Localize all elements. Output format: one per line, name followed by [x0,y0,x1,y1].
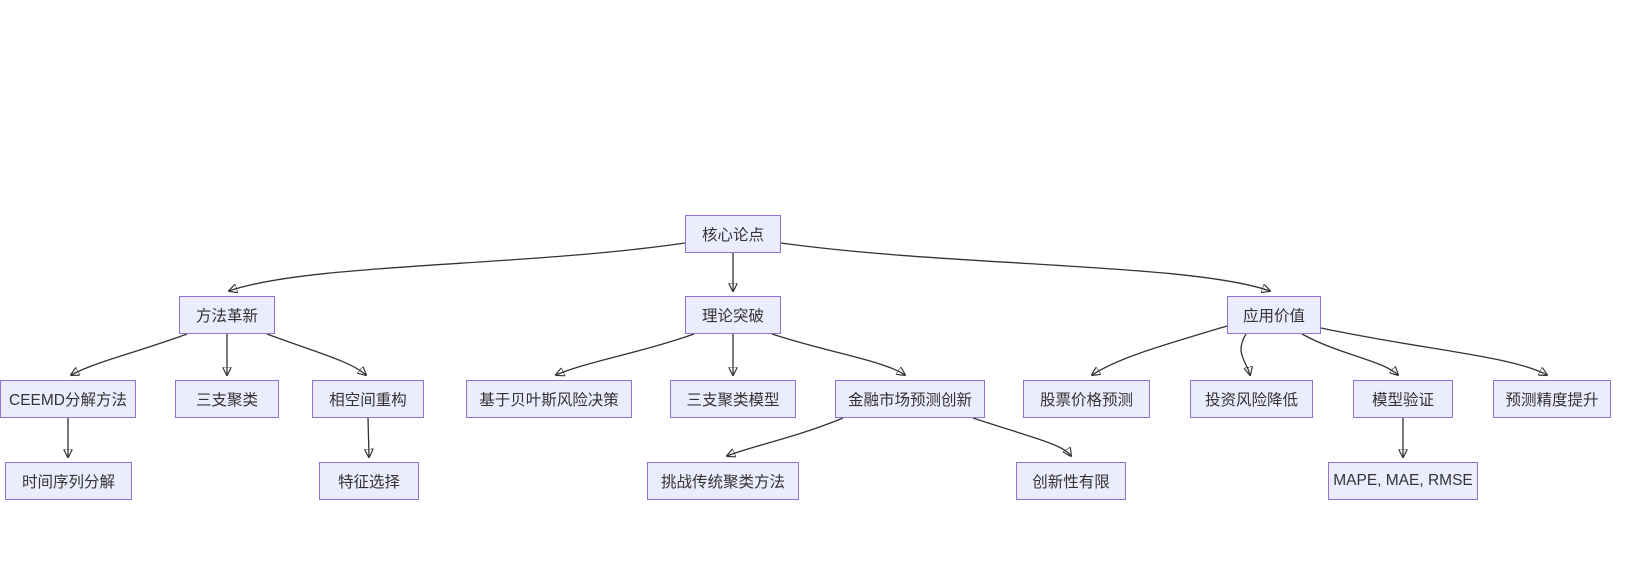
node-evaluation-metrics: MAPE, MAE, RMSE [1328,462,1478,500]
node-ceemd-decomposition: CEEMD分解方法 [0,380,136,418]
node-challenge-traditional-clustering-label: 挑战传统聚类方法 [660,474,785,491]
node-investment-risk-reduction-label: 投资风险降低 [1204,392,1298,409]
node-theory-breakthrough-label: 理论突破 [701,308,764,325]
node-application-value: 应用价值 [1227,296,1321,334]
node-three-way-clustering-model-label: 三支聚类模型 [686,392,780,409]
edge-theory-breakthrough-to-bayesian-risk-decision [556,333,695,375]
node-prediction-accuracy: 预测精度提升 [1493,380,1611,418]
node-stock-price-prediction-label: 股票价格预测 [1039,392,1133,409]
node-model-validation: 模型验证 [1353,380,1453,418]
node-limited-novelty-label: 创新性有限 [1032,474,1110,491]
node-three-way-clustering: 三支聚类 [175,380,279,418]
node-three-way-clustering-label: 三支聚类 [195,392,258,409]
node-prediction-accuracy-label: 预测精度提升 [1505,392,1599,409]
node-phase-space-reconstruction: 相空间重构 [312,380,424,418]
node-challenge-traditional-clustering: 挑战传统聚类方法 [647,462,799,500]
node-financial-market-innovation-label: 金融市场预测创新 [847,392,972,409]
edge-financial-market-innovation-to-challenge-traditional-clustering [727,417,844,456]
node-bayesian-risk-decision-label: 基于贝叶斯风险决策 [479,392,619,409]
node-method-innovation-label: 方法革新 [195,308,258,325]
node-financial-market-innovation: 金融市场预测创新 [835,380,985,418]
node-limited-novelty: 创新性有限 [1016,462,1126,500]
edge-application-value-to-stock-price-prediction [1092,325,1228,375]
node-evaluation-metrics-label: MAPE, MAE, RMSE [1333,472,1473,489]
edge-core-thesis-to-application-value [780,242,1270,291]
node-ceemd-decomposition-label: CEEMD分解方法 [9,392,127,409]
node-feature-selection: 特征选择 [319,462,419,500]
node-core-thesis-label: 核心论点 [701,227,764,244]
edge-method-innovation-to-ceemd-decomposition [71,333,188,375]
node-feature-selection-label: 特征选择 [337,474,400,491]
edge-application-value-to-model-validation [1301,333,1398,375]
node-phase-space-reconstruction-label: 相空间重构 [329,392,407,409]
node-core-thesis: 核心论点 [685,215,781,253]
node-application-value-label: 应用价值 [1242,308,1305,325]
node-three-way-clustering-model: 三支聚类模型 [670,380,796,418]
edge-phase-space-reconstruction-to-feature-selection [368,417,369,457]
node-bayesian-risk-decision: 基于贝叶斯风险决策 [466,380,632,418]
edge-application-value-to-prediction-accuracy [1320,327,1547,375]
node-model-validation-label: 模型验证 [1371,392,1434,409]
node-method-innovation: 方法革新 [179,296,275,334]
edge-financial-market-innovation-to-limited-novelty [972,417,1071,456]
edge-theory-breakthrough-to-financial-market-innovation [771,333,905,375]
edge-core-thesis-to-method-innovation [229,242,686,291]
node-investment-risk-reduction: 投资风险降低 [1190,380,1313,418]
node-time-series-decomposition-label: 时间序列分解 [21,474,115,491]
edge-application-value-to-investment-risk-reduction [1240,333,1250,375]
node-time-series-decomposition: 时间序列分解 [5,462,132,500]
node-stock-price-prediction: 股票价格预测 [1023,380,1150,418]
node-theory-breakthrough: 理论突破 [685,296,781,334]
edge-method-innovation-to-phase-space-reconstruction [266,333,366,375]
